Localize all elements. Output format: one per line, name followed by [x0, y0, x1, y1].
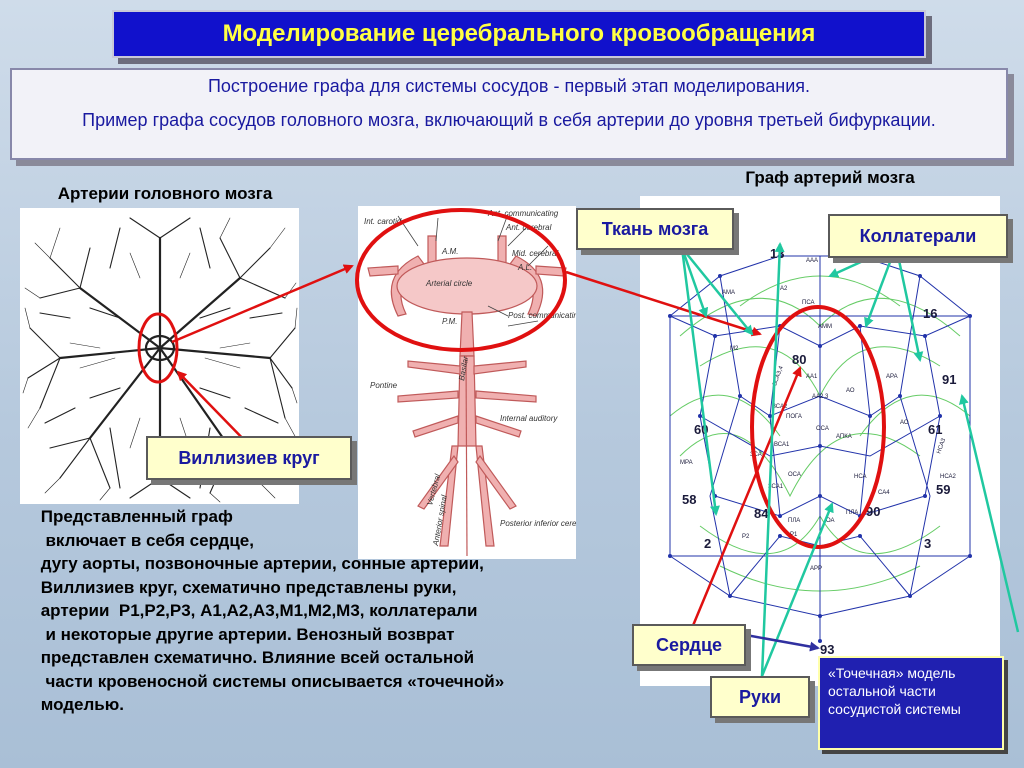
circle-highlight-ellipse — [355, 208, 567, 352]
graph-node-number: 3 — [924, 536, 931, 551]
arrow-arms-1 — [760, 242, 785, 677]
graph-label: АО — [900, 420, 909, 426]
anatomy-label: A.M. — [441, 247, 458, 256]
graph-label: A2 — [780, 286, 788, 292]
graph-panel: 13 16 91 80 60 61 58 59 84 90 2 3 93 AAA… — [640, 196, 1000, 686]
arrow-collateral-2 — [864, 245, 898, 328]
arrow-arms-2 — [760, 502, 834, 677]
graph-label: СА4 — [878, 490, 890, 496]
graph-node-number: 80 — [792, 352, 806, 367]
arrow-to-circle — [171, 264, 354, 344]
graph-label: НСА2 — [940, 474, 957, 480]
description-text: Представленный граф включает в себя серд… — [40, 507, 505, 714]
willis-circle-callout: Виллизиев круг — [146, 436, 352, 480]
willis-anatomy-image: Int. carotid Ant. communicating Ant. cer… — [358, 206, 596, 559]
graph-label: AMA — [722, 290, 735, 296]
intro-box: Построение графа для системы сосудов - п… — [10, 68, 1008, 160]
intro-line-2: Пример графа сосудов головного мозга, вк… — [82, 110, 936, 130]
graph-label: ПОГА — [786, 414, 802, 420]
graph-label: ЗСА — [750, 452, 762, 458]
anatomy-label: P.M. — [442, 317, 457, 326]
brain-arteries-drawing — [22, 217, 298, 503]
graph-label: ЗСА1 — [768, 484, 784, 490]
graph-label: МРА — [680, 460, 693, 466]
graph-label: ПЛА — [846, 510, 858, 516]
graph-node-number: 58 — [682, 492, 696, 507]
anatomy-label: Mid. cerebral — [512, 249, 558, 258]
anatomy-label: Pontine — [370, 381, 398, 390]
graph-label: ВСА2 — [772, 404, 788, 410]
arms-callout: Руки — [710, 676, 810, 718]
arrow-collateral-3 — [894, 245, 924, 362]
graph-node-number: 93 — [820, 642, 834, 657]
graph-label: ПСА — [802, 300, 815, 306]
arrow-heart — [690, 366, 802, 629]
anatomy-label: A.L. — [517, 263, 532, 272]
graph-label: AAA — [806, 258, 818, 264]
arrow-arms-3 — [958, 394, 1020, 633]
heart-callout: Сердце — [632, 624, 746, 666]
anatomy-label: Posterior inferior cerebellar — [500, 519, 576, 528]
intro-line-1: Построение графа для системы сосудов - п… — [207, 76, 810, 96]
graph-label: НСА — [854, 474, 867, 480]
willis-highlight-ellipse — [137, 312, 179, 384]
graph-label: ОСА — [816, 426, 829, 432]
anatomy-label: Post. communicating — [508, 311, 576, 320]
graph-label: AA2,3 — [812, 394, 829, 400]
arrow-tissue-1 — [680, 247, 709, 318]
graph-label: ОСА — [788, 472, 801, 478]
graph-node-number: 90 — [866, 504, 880, 519]
graph-label: АРА — [886, 374, 898, 380]
graph-label: АПКА — [836, 434, 852, 440]
arrow-tissue-2 — [681, 247, 754, 336]
anatomy-label: Internal auditory — [500, 414, 558, 423]
graph-label: ПЛА — [788, 518, 800, 524]
graph-label: ВСА1 — [774, 442, 790, 448]
graph-node-number: 91 — [942, 372, 956, 387]
graph-label: AA1 — [806, 374, 818, 380]
graph-label: P2 — [742, 534, 750, 540]
graph-node-number: 61 — [928, 422, 942, 437]
graph-label: АРР — [810, 566, 822, 572]
graph-highlight-ellipse — [750, 305, 886, 549]
point-model-callout: «Точечная» модель остальной части сосуди… — [818, 656, 1004, 750]
anatomy-label: Ant. communicating — [487, 209, 559, 218]
graph-label: АММ — [818, 324, 832, 330]
title-banner: Моделирование церебрального кровообращен… — [112, 10, 926, 58]
arrow-tissue-3 — [680, 247, 720, 516]
anatomy-label: Int. carotid — [364, 217, 402, 226]
graph-title: Граф артерий мозга — [745, 168, 915, 187]
graph-label: НСА3 — [936, 437, 947, 455]
arrow-to-graph — [565, 270, 762, 337]
brain-tissue-callout: Ткань мозга — [576, 208, 734, 250]
graph-node-number: 2 — [704, 536, 711, 551]
graph-label: M2 — [730, 346, 739, 352]
brain-arteries-label: Артерии головного мозга — [57, 184, 273, 203]
anatomy-label: Basilar — [457, 355, 470, 381]
arrow-willis-callout — [176, 370, 253, 449]
collaterals-callout: Коллатерали — [828, 214, 1008, 258]
graph-label: P1 — [790, 532, 798, 538]
graph-node-number: 16 — [923, 306, 937, 321]
graph-label: ОА — [826, 518, 835, 524]
anatomy-label: Arterial circle — [425, 279, 473, 288]
graph-node-number: 59 — [936, 482, 950, 497]
graph-node-number: 84 — [754, 506, 769, 521]
page-title: Моделирование церебрального кровообращен… — [222, 20, 816, 47]
graph-label: АО — [846, 388, 855, 394]
